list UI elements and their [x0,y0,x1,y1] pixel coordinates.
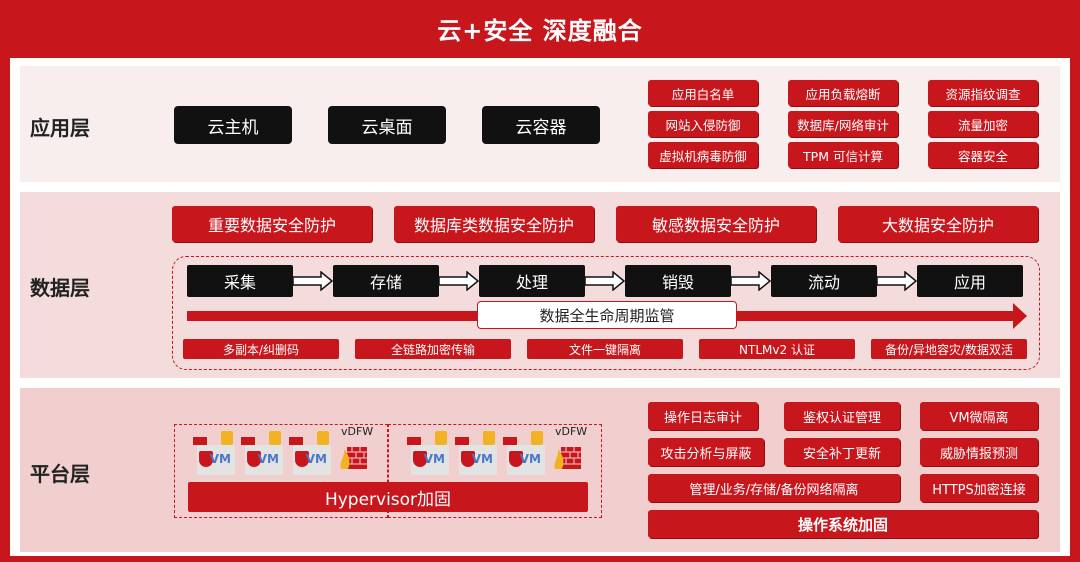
protection-sensitive: 敏感数据安全防护 [616,206,816,242]
service-cloud-host: 云主机 [174,106,292,144]
arrow-icon [585,271,625,291]
vm-icon: VM [241,431,283,475]
vdfw-label: vDFW [555,425,588,438]
tag-vm-micro-isolation: VM微隔离 [920,402,1038,430]
firewall-icon [554,447,581,469]
tag-attack-analysis: 攻击分析与屏蔽 [648,438,764,466]
tag-db-audit: 数据库/网络审计 [788,111,898,137]
hypervisor-bar: Hypervisor加固 [188,482,588,512]
title-bar: 云+安全 深度融合 [0,0,1080,56]
subtag-backup: 备份/异地容灾/数据双活 [871,339,1027,359]
vm-icon: VM [193,431,235,475]
arrow-icon [731,271,771,291]
vm-icon: VM [407,431,449,475]
vm-group-left: VM VM VM vDFW [174,424,388,518]
vdfw-label: vDFW [341,425,374,438]
stage-collect: 采集 [187,265,293,297]
firewall-icon [340,447,367,469]
vm-group-right: VM VM VM vDFW [388,424,602,518]
stage-destroy: 销毁 [625,265,731,297]
tag-patch-update: 安全补丁更新 [784,438,900,466]
stage-flow: 流动 [771,265,877,297]
arrow-icon [877,271,917,291]
platform-layer-title: 平台层 [30,462,90,486]
arrow-icon [293,271,333,291]
tag-https: HTTPS加密连接 [920,474,1038,502]
tag-op-log-audit: 操作日志审计 [648,402,758,430]
vm-icon: VM [455,431,497,475]
lifecycle-box: 采集 存储 处理 销毁 流动 应用 数据全生命周期监管 多副本/纠删码 全链路加… [172,256,1040,370]
subtag-ntlm: NTLMv2 认证 [699,339,855,359]
data-layer-title: 数据层 [30,276,90,300]
tag-load-fuse: 应用负载熔断 [788,80,898,106]
tag-container-security: 容器安全 [928,142,1038,168]
tag-network-isolation: 管理/业务/存储/备份网络隔离 [648,474,900,502]
protection-database: 数据库类数据安全防护 [394,206,594,242]
tag-auth-mgmt: 鉴权认证管理 [784,402,900,430]
arrow-icon [439,271,479,291]
tag-vm-antivirus: 虚拟机病毒防御 [648,142,758,168]
virtualization-area: VM VM VM vDFW VM VM VM vDFW Hypervisor加固 [174,424,602,518]
tag-tpm: TPM 可信计算 [788,142,898,168]
subtag-encrypt: 全链路加密传输 [355,339,511,359]
tag-app-whitelist: 应用白名单 [648,80,758,106]
platform-layer: 平台层 VM VM VM vDFW VM VM VM vDFW Hypervis… [20,388,1060,552]
os-hardening-bar: 操作系统加固 [648,510,1038,538]
app-layer: 应用层 云主机 云桌面 云容器 应用白名单 应用负载熔断 资源指纹调查 网站入侵… [20,66,1060,182]
subtag-isolate: 文件一键隔离 [527,339,683,359]
stage-apply: 应用 [917,265,1023,297]
tag-traffic-encrypt: 流量加密 [928,111,1038,137]
protection-important: 重要数据安全防护 [172,206,372,242]
lifecycle-arrowhead [1013,303,1027,329]
app-layer-title: 应用层 [30,116,90,140]
data-layer: 数据层 重要数据安全防护 数据库类数据安全防护 敏感数据安全防护 大数据安全防护… [20,192,1060,378]
stage-process: 处理 [479,265,585,297]
tag-intrusion: 网站入侵防御 [648,111,758,137]
vm-icon: VM [289,431,331,475]
page-title: 云+安全 深度融合 [437,16,643,45]
service-cloud-container: 云容器 [482,106,600,144]
service-cloud-desktop: 云桌面 [328,106,446,144]
protection-bigdata: 大数据安全防护 [838,206,1038,242]
subtag-replica: 多副本/纠删码 [183,339,339,359]
vm-icon: VM [503,431,545,475]
lifecycle-label: 数据全生命周期监管 [477,301,737,329]
stage-store: 存储 [333,265,439,297]
tag-fingerprint: 资源指纹调查 [928,80,1038,106]
tag-threat-intel: 威胁情报预测 [920,438,1038,466]
